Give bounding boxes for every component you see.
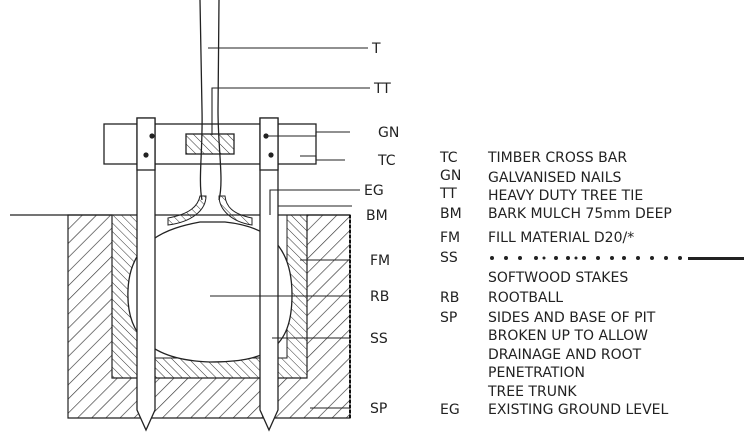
legend-code: SS — [440, 250, 458, 266]
legend: TC TIMBER CROSS BAR GN GALVANISED NAILS … — [439, 150, 744, 418]
callout-softwood-stakes: SS — [370, 331, 388, 347]
legend-dotted-leader — [490, 256, 744, 260]
legend-text: FILL MATERIAL D20/* — [488, 230, 634, 246]
legend-text: TREE TRUNK — [487, 384, 577, 400]
callout-sides-of-pit: SP — [370, 401, 387, 417]
legend-text: SIDES AND BASE OF PIT — [488, 310, 656, 326]
legend-text: DRAINAGE AND ROOT — [488, 347, 642, 363]
legend-code: BM — [440, 206, 462, 222]
callout-existing-ground: EG — [364, 183, 384, 199]
nail-icon — [263, 133, 269, 139]
legend-text: SOFTWOOD STAKES — [488, 270, 628, 286]
bark-mulch-right — [218, 195, 253, 226]
legend-text: BROKEN UP TO ALLOW — [488, 328, 648, 344]
nail-icon — [149, 133, 155, 139]
legend-code: EG — [440, 402, 460, 418]
legend-text: GALVANISED NAILS — [488, 170, 621, 186]
legend-text: EXISTING GROUND LEVEL — [488, 402, 669, 418]
timber-cross-bar — [103, 123, 317, 165]
callout-rootball: RB — [370, 289, 389, 305]
callout-tree-tie: TT — [373, 81, 391, 97]
legend-code: SP — [440, 310, 457, 326]
legend-code: GN — [440, 168, 461, 184]
tree-tie — [185, 133, 235, 155]
legend-text: PENETRATION — [488, 365, 585, 381]
callout-galvanised-nails: GN — [378, 125, 399, 141]
callout-fill-material: FM — [370, 253, 390, 269]
nail-icon — [143, 152, 149, 158]
legend-code: FM — [440, 230, 460, 246]
nail-icon — [268, 152, 274, 158]
callout-timber-cross-bar: TC — [377, 153, 396, 169]
leader-lines — [208, 47, 370, 409]
bark-mulch — [167, 195, 207, 226]
legend-text: ROOTBALL — [488, 290, 563, 306]
tree-trunk — [199, 0, 222, 201]
callout-bark-mulch: BM — [366, 208, 388, 224]
cross-bar-stake-left — [136, 117, 156, 171]
legend-text: TIMBER CROSS BAR — [487, 150, 627, 166]
legend-code: RB — [440, 290, 459, 306]
callout-trunk: T — [371, 41, 381, 57]
legend-code: TT — [439, 186, 457, 202]
legend-text: BARK MULCH 75mm DEEP — [488, 206, 672, 222]
legend-code: TC — [439, 150, 458, 166]
legend-text: HEAVY DUTY TREE TIE — [488, 188, 643, 204]
cross-bar-stake-right — [259, 117, 279, 171]
